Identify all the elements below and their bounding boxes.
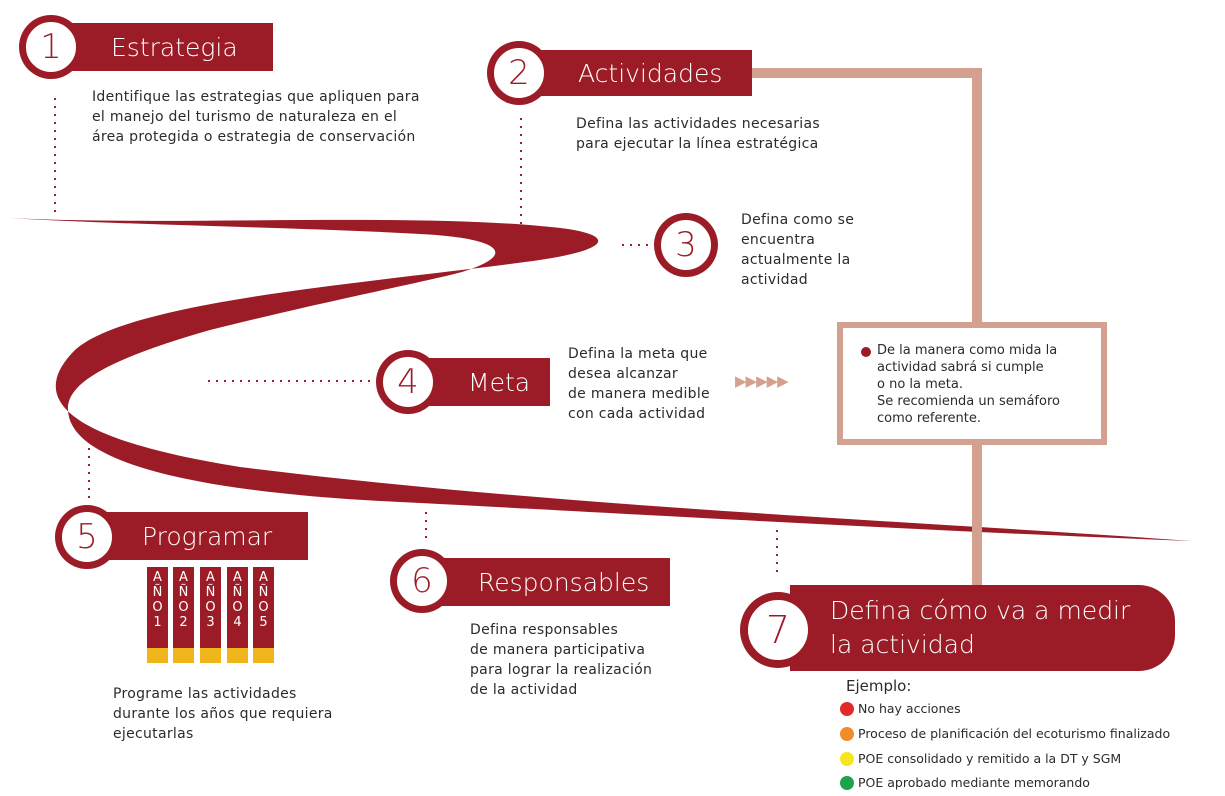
legend-label: Proceso de planificación del ecoturismo … — [858, 726, 1171, 741]
arrow-indicator: ▶▶▶▶▶ — [735, 372, 789, 390]
step-1-badge: 1 — [19, 15, 83, 79]
step-4-title: Meta — [468, 367, 531, 397]
green-dot-icon — [840, 775, 854, 790]
step-7-label: Defina cómo va a medir la actividad — [790, 585, 1175, 671]
measure-box: De la manera como mida la actividad sabr… — [837, 322, 1107, 445]
step-1-description: Identifique las estrategias que apliquen… — [92, 89, 420, 145]
step-2-description: Defina las actividades necesarias para e… — [576, 116, 820, 152]
step-7-badge: 7 — [740, 592, 816, 668]
step-5-description: Programe las actividades durante los año… — [113, 686, 333, 742]
step-5-number: 5 — [61, 511, 113, 563]
step-3-number: 3 — [660, 219, 712, 271]
orange-dot-icon — [840, 726, 854, 741]
legend-label: POE aprobado mediante memorando — [858, 775, 1090, 790]
step-5-title: Programar — [142, 521, 273, 551]
example-title: Ejemplo: — [846, 677, 912, 695]
step-6-label: Responsables — [430, 558, 670, 606]
step-7-number: 7 — [747, 599, 809, 661]
step-4-badge: 4 — [376, 350, 440, 414]
step-1-label: Estrategia — [63, 23, 273, 71]
step-4-number: 4 — [382, 356, 434, 408]
step-6-badge: 6 — [390, 549, 454, 613]
year-5: A Ñ O 5 — [253, 567, 274, 663]
bullet-icon — [861, 347, 871, 357]
legend-item-orange: Proceso de planificación del ecoturismo … — [840, 726, 1170, 741]
legend-item-red: No hay acciones — [840, 701, 961, 716]
legend-label: POE consolidado y remitido a la DT y SGM — [858, 751, 1122, 766]
step-2-number: 2 — [493, 47, 545, 99]
step-4-label: Meta — [420, 358, 550, 406]
step-5-badge: 5 — [55, 505, 119, 569]
step-4-description: Defina la meta que desea alcanzar de man… — [568, 346, 710, 422]
step-2-badge: 2 — [487, 41, 551, 105]
step-6-title: Responsables — [478, 567, 650, 597]
year-1: A Ñ O 1 — [147, 567, 168, 663]
year-4: A Ñ O 4 — [227, 567, 248, 663]
red-dot-icon — [840, 701, 854, 716]
measure-box-text: De la manera como mida la actividad sabr… — [877, 343, 1060, 426]
year-3: A Ñ O 3 — [200, 567, 221, 663]
yellow-dot-icon — [840, 751, 854, 766]
step-7-title: Defina cómo va a medir la actividad — [830, 596, 1131, 659]
step-1-number: 1 — [25, 21, 77, 73]
dotted-leaders — [54, 98, 778, 578]
step-6-description: Defina responsables de manera participat… — [470, 622, 653, 698]
ribbon-swoosh — [8, 218, 1192, 541]
step-1-title: Estrategia — [111, 32, 238, 62]
year-2: A Ñ O 2 — [173, 567, 194, 663]
step-3-badge: 3 — [654, 213, 718, 277]
step-2-title: Actividades — [578, 58, 723, 88]
step-2-label: Actividades — [530, 50, 752, 96]
step-5-label: Programar — [94, 512, 308, 560]
step-6-number: 6 — [396, 555, 448, 607]
legend-label: No hay acciones — [858, 701, 961, 716]
legend-item-yellow: POE consolidado y remitido a la DT y SGM — [840, 751, 1121, 766]
step-3-description: Defina como se encuentra actualmente la … — [741, 212, 855, 288]
connector-line — [752, 68, 982, 590]
legend-item-green: POE aprobado mediante memorando — [840, 775, 1090, 790]
